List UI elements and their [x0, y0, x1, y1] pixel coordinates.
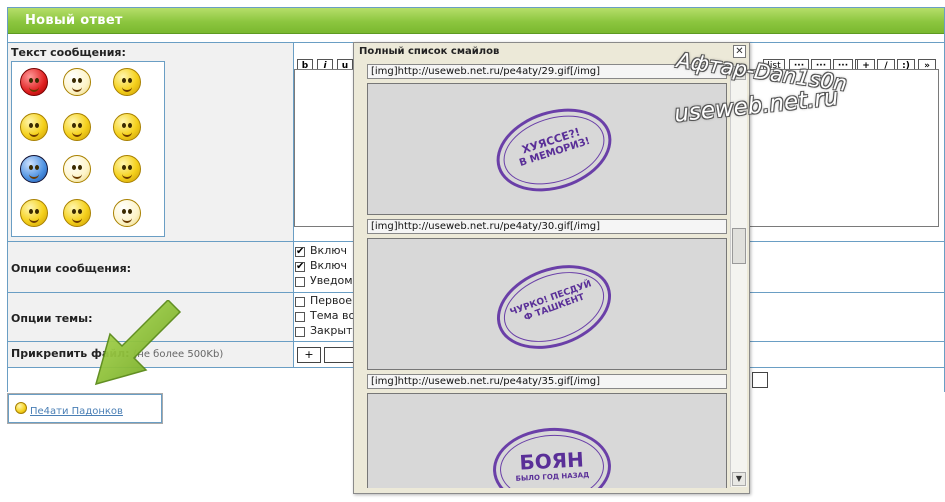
topic-checkbox-2[interactable]	[295, 312, 305, 322]
smiley-cool-icon[interactable]	[113, 155, 141, 183]
add-file-button[interactable]: +	[297, 347, 321, 363]
smiley-image-30[interactable]: ЧУРКО! ПЕСДУЙ Ф ТАШКЕНТ	[367, 238, 727, 370]
smiley-grid	[11, 61, 165, 237]
attach-label: Прикрепить файл: (не более 500Kb)	[11, 347, 223, 360]
stamp-35-line1: БОЯН	[518, 447, 585, 475]
scroll-up-icon[interactable]: ▲	[732, 66, 746, 80]
attach-note: (не более 500Kb)	[133, 349, 224, 360]
option-checkbox-2[interactable]: ✔	[295, 261, 305, 272]
stamp-29-line2: В МЕМОРИЗ!	[518, 135, 592, 169]
smiley-blush-icon[interactable]	[63, 199, 91, 227]
smiley-tongue-icon[interactable]	[20, 199, 48, 227]
form-header: Новый ответ	[8, 8, 944, 34]
option-label-2: Включ	[310, 259, 347, 272]
attach-row: Прикрепить файл: (не более 500Kb)	[8, 341, 944, 367]
stamp-35-line2: БЫЛО ГОД НАЗАД	[515, 471, 590, 483]
topic-checkbox-3[interactable]	[295, 327, 305, 337]
close-icon[interactable]: ✕	[733, 45, 746, 58]
attach-label-text: Прикрепить файл:	[11, 347, 130, 360]
smiley-whistle-icon[interactable]	[113, 68, 141, 96]
stamp-30-line2: Ф ТАШКЕНТ	[522, 292, 586, 324]
message-row: Текст сообщения:	[8, 42, 944, 241]
scroll-thumb[interactable]	[732, 228, 746, 264]
message-label: Текст сообщения:	[11, 46, 126, 59]
scroll-down-icon[interactable]: ▼	[732, 472, 746, 486]
stamp-35: БОЯН БЫЛО ГОД НАЗАД	[490, 424, 614, 488]
smiley-surprised-icon[interactable]	[63, 113, 91, 141]
smiley-cry-icon[interactable]	[20, 155, 48, 183]
topic-checkbox-1[interactable]	[295, 297, 305, 307]
topic-label-2: Тема во	[310, 309, 356, 322]
option-label-3: Уведом	[310, 274, 353, 287]
smiley-code-35[interactable]: [img]http://useweb.net.ru/pe4aty/35.gif[…	[367, 374, 727, 389]
smiley-smile-icon[interactable]	[63, 155, 91, 183]
smileys-popup: Полный список смайлов ✕ [img]http://usew…	[353, 42, 750, 494]
stamps-link[interactable]: Пе4ати Падонков	[30, 406, 123, 417]
smiley-image-29[interactable]: ХУЯССЕ?! В МЕМОРИЗ!	[367, 83, 727, 215]
green-arrow-icon	[94, 300, 182, 386]
topic-label-1: Первое	[310, 294, 353, 307]
options-label: Опции сообщения:	[11, 262, 132, 275]
stamps-link-box: Пе4ати Падонков	[7, 393, 163, 424]
stamp-30-line1: ЧУРКО! ПЕСДУЙ	[508, 279, 593, 318]
smiley-grin-icon[interactable]	[63, 68, 91, 96]
popup-scrollbar[interactable]: ▲ ▼	[730, 65, 747, 487]
smiley-code-29[interactable]: [img]http://useweb.net.ru/pe4aty/29.gif[…	[367, 64, 727, 79]
option-checkbox-1[interactable]: ✔	[295, 246, 305, 257]
popup-title: Полный список смайлов	[359, 46, 500, 57]
option-label-1: Включ	[310, 244, 347, 257]
smiley-list: [img]http://useweb.net.ru/pe4aty/29.gif[…	[367, 64, 750, 488]
topic-label: Опции темы:	[11, 312, 93, 325]
form-title: Новый ответ	[25, 13, 123, 28]
smiley-laugh-icon[interactable]	[113, 113, 141, 141]
smiley-image-35[interactable]: БОЯН БЫЛО ГОД НАЗАД	[367, 393, 727, 488]
option-checkbox-3[interactable]	[295, 277, 305, 287]
smiley-wink-icon[interactable]	[113, 199, 141, 227]
stamp-30: ЧУРКО! ПЕСДУЙ Ф ТАШКЕНТ	[485, 250, 623, 364]
smiley-small-icon	[15, 402, 27, 414]
slash-button[interactable]: /	[877, 59, 895, 72]
options-label-cell: Опции сообщения:	[8, 242, 294, 292]
smiley-angry-icon[interactable]	[20, 68, 48, 96]
attach-label-cell: Прикрепить файл: (не более 500Kb)	[8, 342, 294, 367]
stamp-29-line1: ХУЯССЕ?!	[520, 125, 582, 157]
smiley-code-30[interactable]: [img]http://useweb.net.ru/pe4aty/30.gif[…	[367, 219, 727, 234]
toolbar-button-7[interactable]: ···	[833, 59, 853, 72]
topic-label-3: Закрыт	[310, 324, 353, 337]
submit-area-box[interactable]	[752, 372, 768, 388]
stamp-29: ХУЯССЕ?! В МЕМОРИЗ!	[485, 94, 623, 206]
message-label-cell: Текст сообщения:	[8, 43, 294, 241]
smiley-sad-icon[interactable]	[20, 113, 48, 141]
